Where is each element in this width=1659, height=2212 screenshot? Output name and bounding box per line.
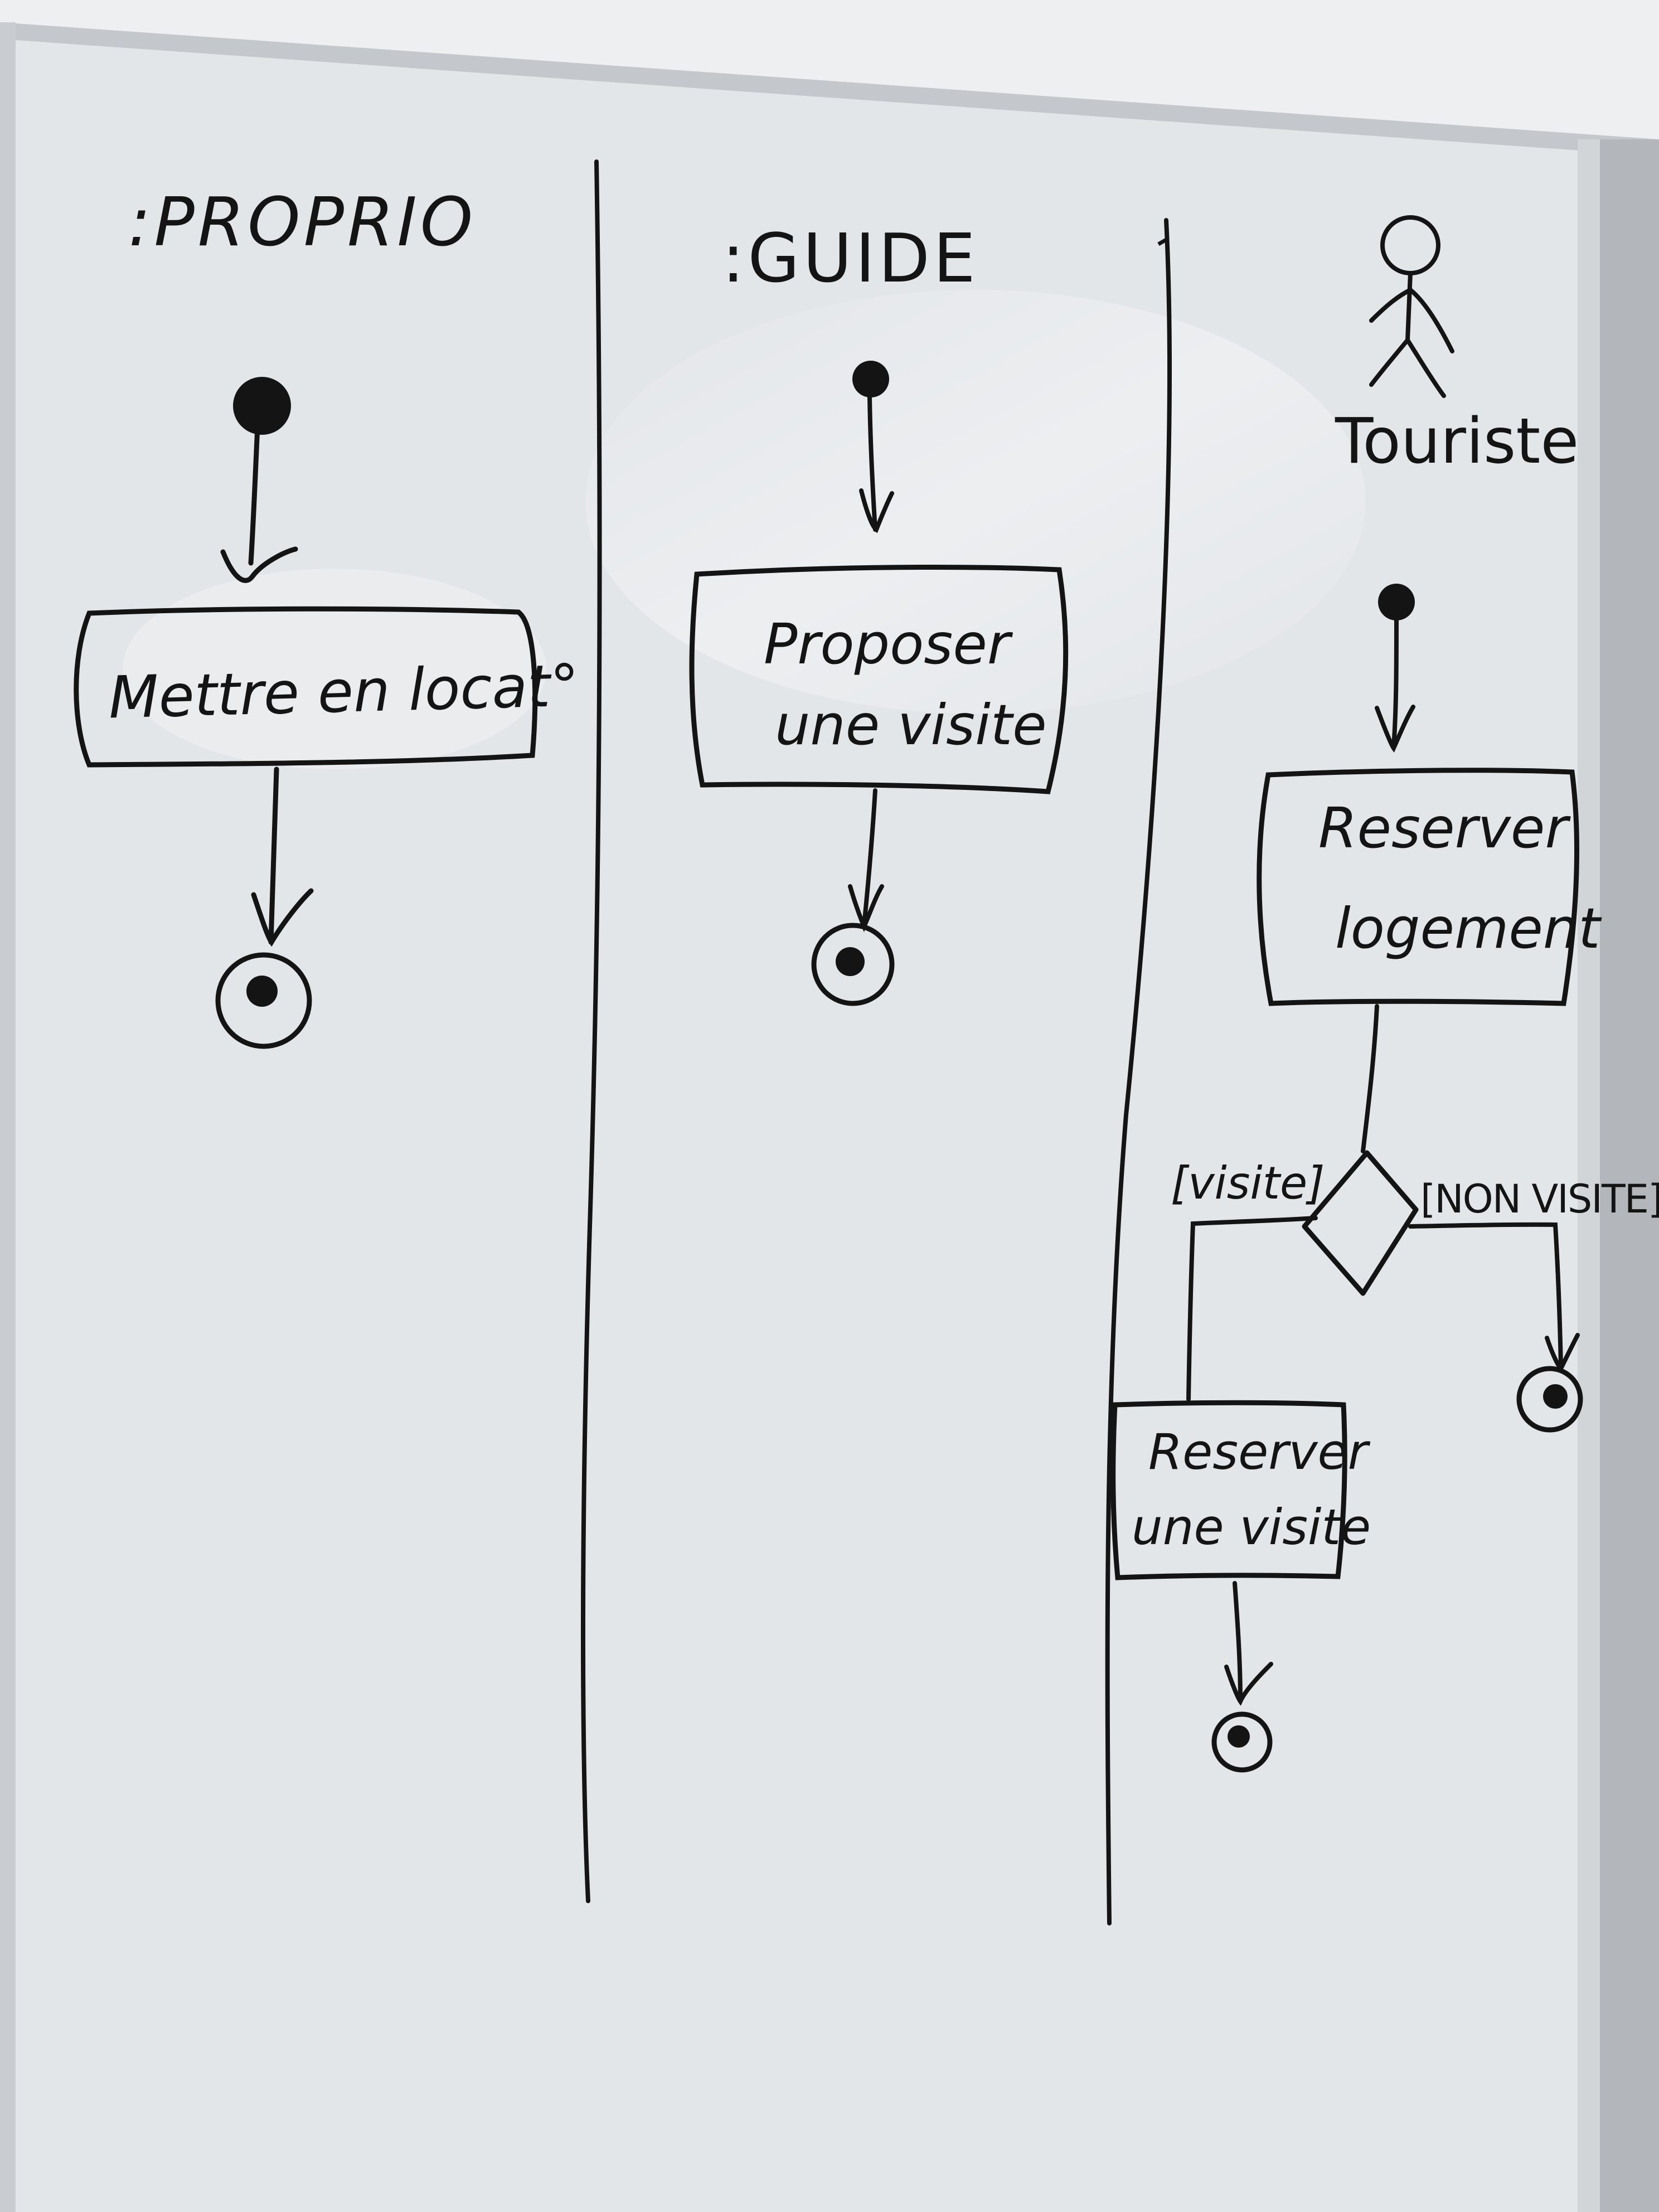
flow-arrow-proprio-1 [220,424,298,583]
flow-line-to-decision [1361,1004,1379,1153]
final-node-guide-ring [811,923,895,1006]
lane-divider-2 [1105,218,1172,1925]
lane-header-guide: :GUIDE [722,220,979,298]
flow-arrow-guide-1 [859,394,894,533]
initial-node-guide [852,361,889,397]
flow-arrow-reserver-visite [1224,1581,1273,1706]
lane-header-proprio: :PROPRIO [128,184,476,261]
activity-text-touriste-line1: Reserver [1318,795,1571,861]
activity-text-reserver-visite-line2: une visite [1132,1498,1371,1556]
lane-header-touriste: Touriste [1335,405,1579,478]
activity-box-proprio [74,606,538,768]
decision-node [1302,1150,1419,1296]
final-node-guide-dot [836,947,865,976]
guard-label-visite: [visite] [1171,1157,1325,1209]
final-node-proprio-ring [215,952,312,1049]
guard-label-non-visite: [NON VISITE] [1420,1176,1659,1222]
final-node-proprio-dot [246,976,278,1007]
initial-node-touriste [1378,584,1415,620]
lane-divider-1 [580,159,602,1903]
flow-arrow-proprio-2 [251,767,314,947]
flow-arrow-touriste-1 [1375,617,1415,753]
initial-node-proprio [233,377,291,435]
final-node-reserver-visite-dot [1228,1725,1250,1748]
activity-text-guide-line2: une visite [775,692,1047,758]
activity-box-reserver-visite [1110,1400,1347,1580]
flow-branch-visite [1186,1216,1318,1401]
final-node-non-visite-dot [1543,1384,1568,1409]
activity-box-guide [689,564,1069,794]
final-node-non-visite-ring [1516,1366,1583,1433]
final-node-reserver-visite-ring [1211,1711,1273,1773]
activity-box-touriste [1257,768,1579,1006]
activity-text-guide-line1: Proposer [764,612,1013,677]
activity-text-touriste-line2: logement [1335,896,1602,961]
lane-divider-2-tick [1157,237,1167,246]
activity-text-proprio: Mettre en locat° [108,651,580,731]
stick-figure-icon [1369,215,1454,398]
activity-text-reserver-visite-line1: Reserver [1148,1423,1371,1481]
